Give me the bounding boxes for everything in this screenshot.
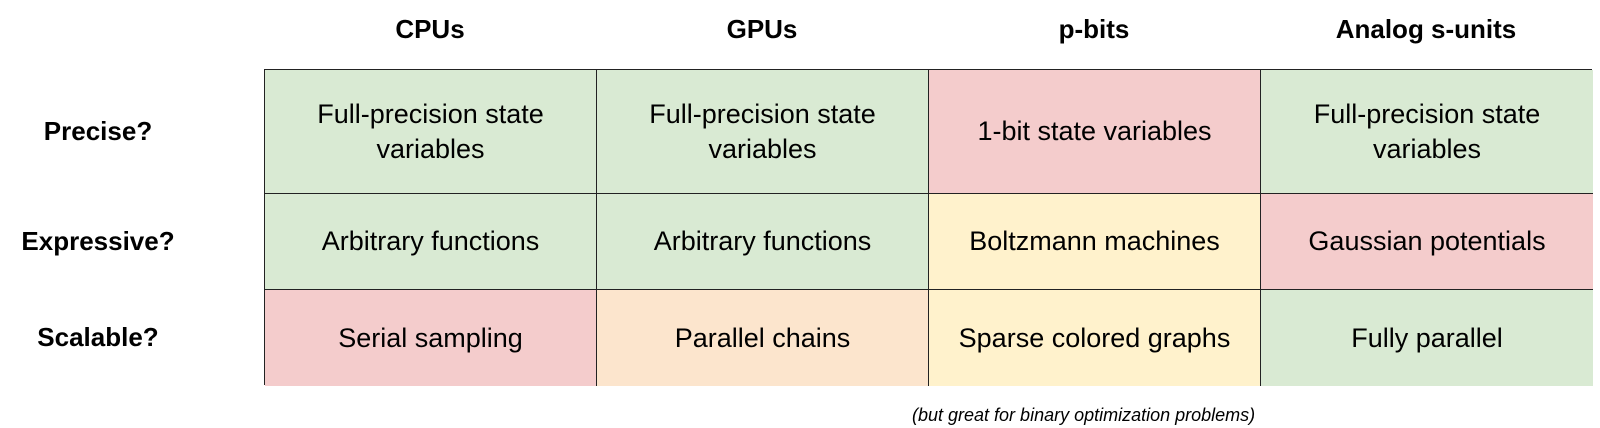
column-header-analog-s-units: Analog s-units	[1335, 14, 1517, 44]
cell-cpus-expressive: Arbitrary functions	[265, 194, 597, 290]
cell-gpus-scalable: Parallel chains	[597, 290, 929, 386]
cell-gpus-expressive: Arbitrary functions	[597, 194, 929, 290]
cell-analog-expressive: Gaussian potentials	[1261, 194, 1593, 290]
comparison-table: Full-precision state variables Full-prec…	[264, 69, 1593, 386]
row-header-scalable: Scalable?	[37, 321, 159, 352]
column-header-cpus: CPUs	[395, 14, 465, 44]
column-header-p-bits: p-bits	[1058, 14, 1130, 44]
cell-gpus-precise: Full-precision state variables	[597, 70, 929, 194]
cell-p-bits-expressive: Boltzmann machines	[929, 194, 1261, 290]
cell-p-bits-scalable: Sparse colored graphs	[929, 290, 1261, 386]
column-header-gpus: GPUs	[726, 14, 798, 44]
cell-cpus-precise: Full-precision state variables	[265, 70, 597, 194]
cell-cpus-scalable: Serial sampling	[265, 290, 597, 386]
footnote: (but great for binary optimization probl…	[912, 405, 1256, 425]
cell-analog-precise: Full-precision state variables	[1261, 70, 1593, 194]
cell-p-bits-precise: 1-bit state variables	[929, 70, 1261, 194]
row-header-expressive: Expressive?	[21, 225, 175, 256]
row-header-precise: Precise?	[43, 115, 153, 146]
cell-analog-scalable: Fully parallel	[1261, 290, 1593, 386]
